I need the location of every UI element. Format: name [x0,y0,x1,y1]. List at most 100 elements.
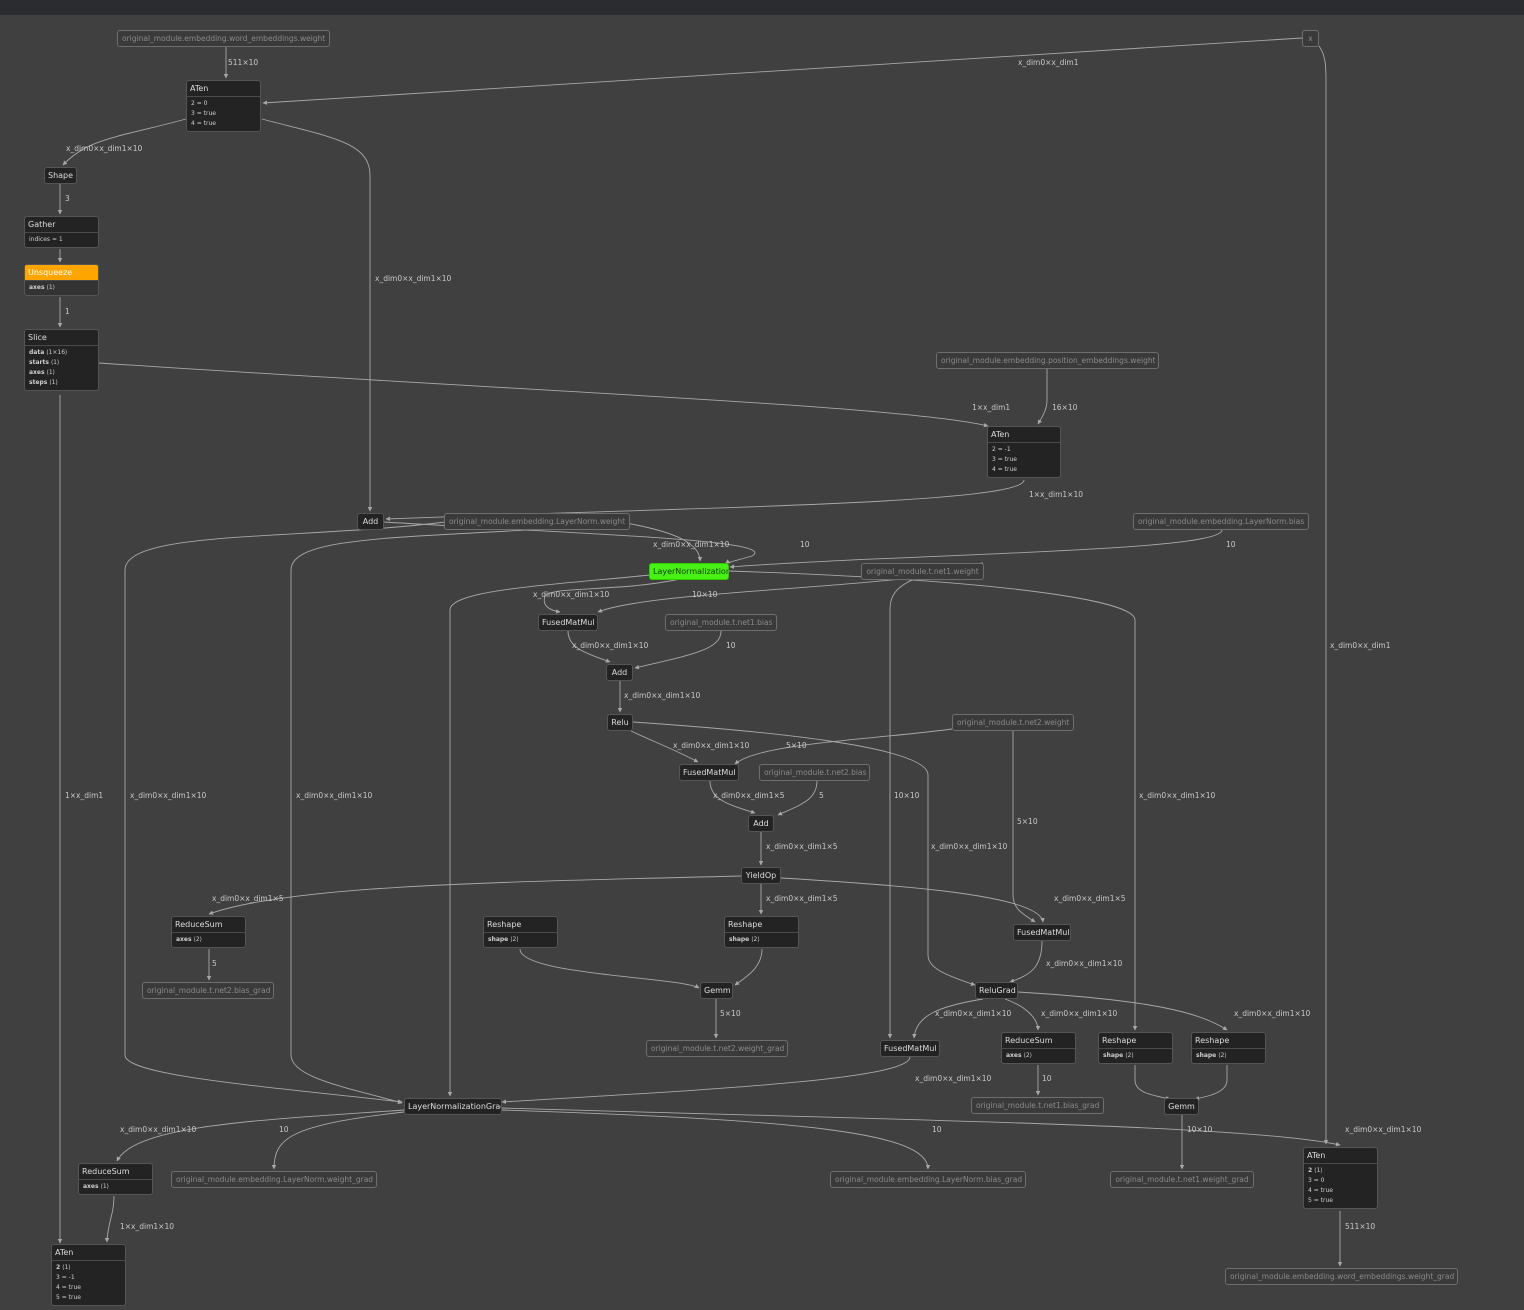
edge-label-e50: x_dim0×x_dim1×10 [1345,1125,1422,1134]
tensor-t_n2wg[interactable]: original_module.t.net2.weight_grad [646,1040,788,1057]
tensor-t_n1bg[interactable]: original_module.t.net1.bias_grad [971,1097,1104,1114]
edge-e13 [729,529,1223,569]
node-add2[interactable]: Add [606,664,633,681]
edge-label-e38: x_dim0×x_dim1×10 [1139,791,1216,800]
edge-label-e35: x_dim0×x_dim1×10 [935,1009,1012,1018]
tensor-t_lnwg[interactable]: original_module.embedding.LayerNorm.weig… [171,1171,377,1188]
node-attribute: steps ⟨1⟩ [25,378,98,388]
attribute-name: 2 [56,1264,61,1271]
attribute-name: 4 [992,466,996,473]
node-attribute: 4 = true [1304,1186,1377,1196]
attribute-name: axes [176,936,192,943]
node-resh4[interactable]: Reshape shape ⟨2⟩ [1191,1032,1266,1064]
attribute-value: = true [61,1284,81,1291]
tensor-t_wembg[interactable]: original_module.embedding.word_embedding… [1225,1268,1458,1285]
edge-label-e20: 5×10 [786,741,807,750]
tensor-t_x[interactable]: x [1302,30,1319,47]
node-title: Gather [28,220,56,229]
node-fmm3[interactable]: FusedMatMul [1013,924,1071,941]
node-gemm1[interactable]: Gemm [700,982,733,999]
tensor-t_n1wg[interactable]: original_module.t.net1.weight_grad [1110,1171,1254,1188]
attribute-name: axes [29,369,45,376]
attribute-value: ⟨2⟩ [193,936,202,943]
tensor-t_n2bg[interactable]: original_module.t.net2.bias_grad [142,982,274,999]
tensor-t_n1w[interactable]: original_module.t.net1.weight [861,563,984,580]
tensor-t_lnw[interactable]: original_module.embedding.LayerNorm.weig… [444,513,630,530]
edge-e09 [1037,369,1048,425]
node-shape[interactable]: Shape [44,167,77,184]
node-fmm2[interactable]: FusedMatMul [679,764,739,781]
edge-label-e27: x_dim0×x_dim1×5 [1054,894,1126,903]
edge-e12 [619,521,703,562]
attribute-value: ⟨1×16⟩ [46,349,68,356]
attribute-name: indices [29,236,51,243]
node-add1[interactable]: Add [357,513,384,530]
node-title: Slice [28,333,47,342]
edge-label-e33: x_dim0×x_dim1×10 [1046,959,1123,968]
edge-label-e52: 1×x_dim1×10 [120,1222,174,1231]
tensor-t_n2w[interactable]: original_module.t.net2.weight [952,714,1074,731]
attribute-value: = 0 [1313,1177,1325,1184]
node-title: Reshape [1195,1036,1230,1045]
node-relugrad[interactable]: ReluGrad [975,982,1018,999]
node-relu[interactable]: Relu [607,714,633,731]
edge-e49 [501,1109,931,1170]
node-title: ReluGrad [979,986,1016,995]
edge-e33 [1009,940,1043,983]
node-fmm1[interactable]: FusedMatMul [538,614,598,631]
edge-layer [57,37,1343,1267]
edge-e35 [912,998,984,1039]
node-ln[interactable]: LayerNormalization [649,563,729,580]
edge-e16 [567,630,611,663]
attribute-name: 3 [1308,1177,1312,1184]
node-attribute: shape ⟨2⟩ [1099,1051,1172,1061]
attribute-name: 2 [191,100,195,107]
tensor-t_lnbg[interactable]: original_module.embedding.LayerNorm.bias… [830,1171,1026,1188]
node-add3[interactable]: Add [748,815,774,832]
edge-label-e04: 3 [65,194,70,203]
edge-label-e21: x_dim0×x_dim1×5 [713,791,785,800]
node-yield[interactable]: YieldOp [741,867,781,884]
node-rsum1[interactable]: ReduceSum axes ⟨2⟩ [171,916,246,948]
node-title: FusedMatMul [884,1044,937,1053]
tensor-t_lnb[interactable]: original_module.embedding.LayerNorm.bias [1133,513,1309,530]
node-fmm4[interactable]: FusedMatMul [880,1040,940,1057]
edge-label-e39: 10 [1042,1074,1052,1083]
node-gemm2[interactable]: Gemm [1164,1098,1199,1115]
tensor-t_pemb[interactable]: original_module.embedding.position_embed… [936,352,1159,369]
node-lngrad[interactable]: LayerNormalizationGrad [404,1098,502,1115]
edge-label-e15: 10×10 [692,590,718,599]
edge-label-e01: 511×10 [228,58,259,67]
node-title: Relu [611,718,629,727]
node-title: Unsqueeze [25,265,98,280]
attribute-name: shape [729,936,750,943]
node-title: ATen [991,430,1010,439]
edge-e17 [634,630,722,670]
edge-e31 [734,948,763,986]
attribute-name: 4 [56,1284,60,1291]
node-title: Gemm [1168,1102,1195,1111]
tensor-t_wemb[interactable]: original_module.embedding.word_embedding… [117,30,330,47]
attribute-value: ⟨1⟩ [50,359,60,366]
attribute-value: = -1 [997,446,1011,453]
attribute-name: 5 [56,1294,60,1301]
tensor-t_n1b[interactable]: original_module.t.net1.bias [665,614,777,631]
node-title: ReduceSum [1005,1036,1053,1045]
node-attribute: 4 = true [52,1283,125,1293]
tensor-t_n2b[interactable]: original_module.t.net2.bias [759,764,870,781]
node-attribute: shape ⟨2⟩ [1192,1051,1265,1061]
node-title: ReduceSum [175,920,223,929]
